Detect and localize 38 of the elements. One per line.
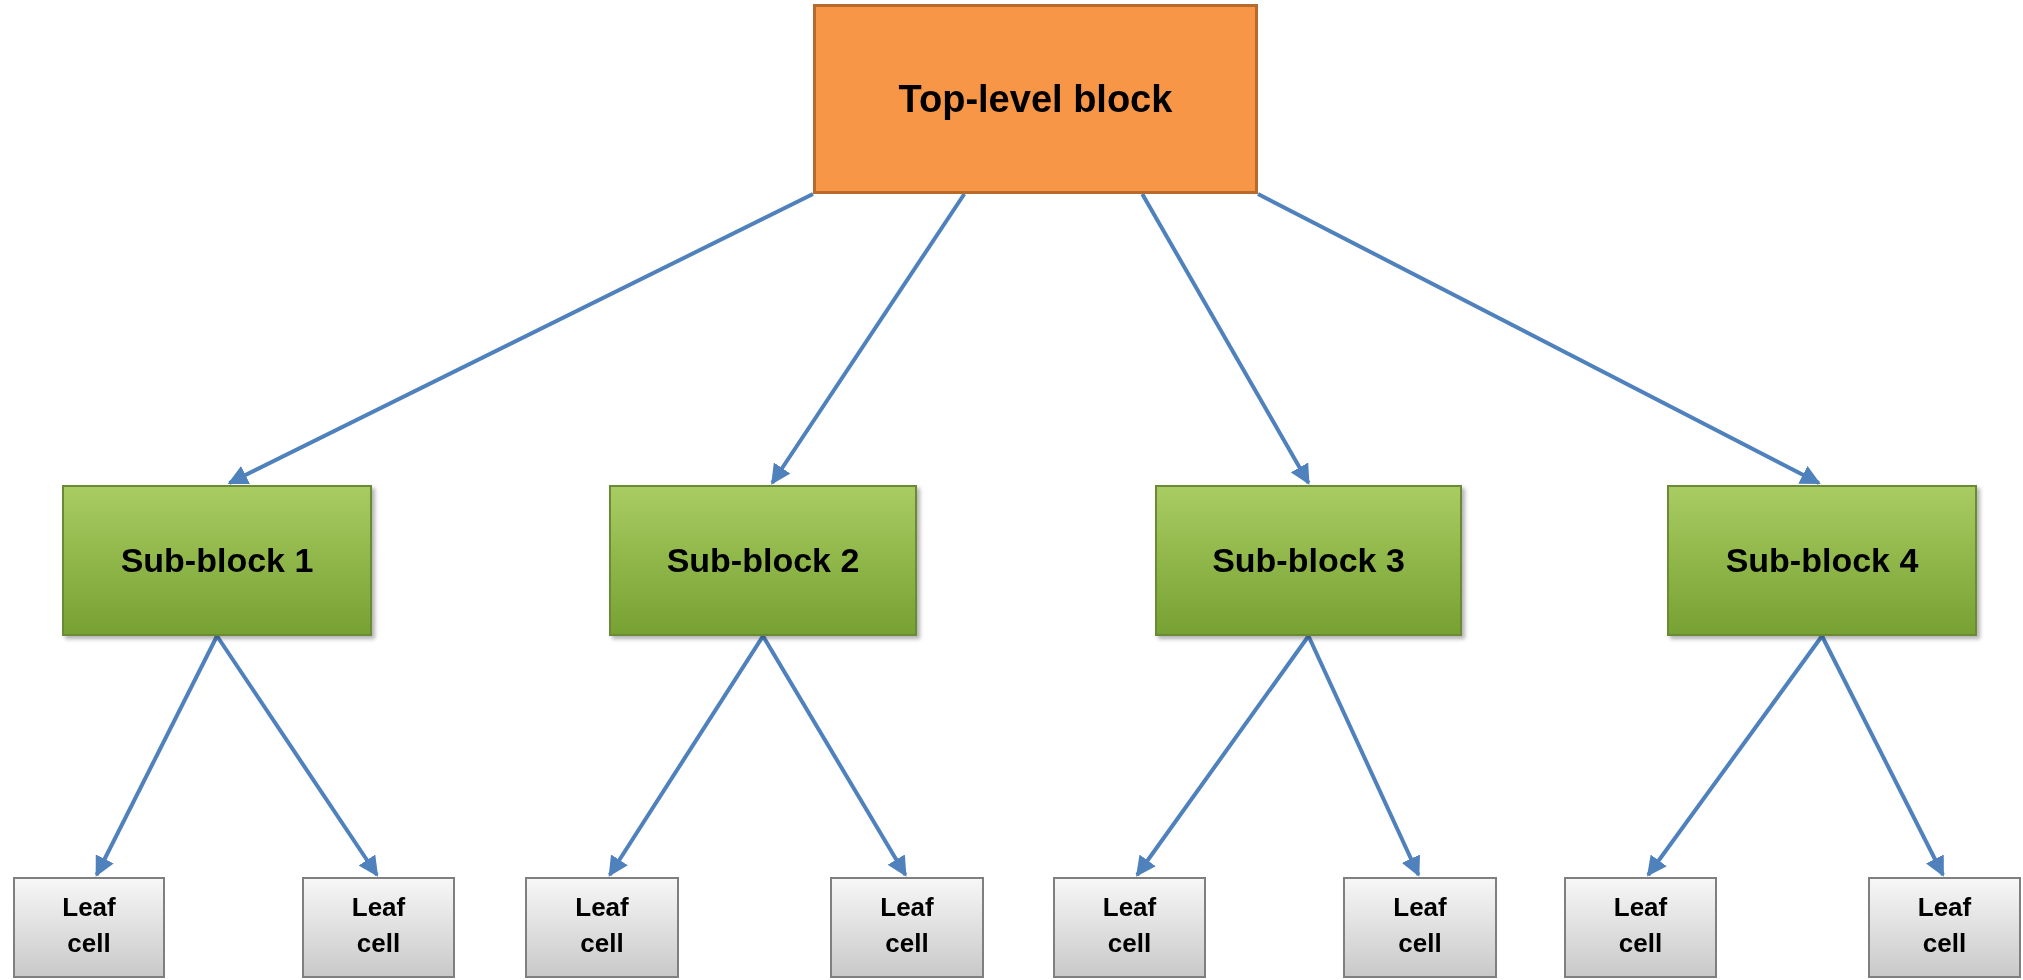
node-label: Leaf cell	[574, 891, 630, 960]
sub-block-box	[62, 485, 372, 636]
leaf-cell-box	[1868, 877, 2021, 978]
arrow	[94, 635, 219, 877]
node-label: Leaf cell	[879, 891, 935, 960]
arrow	[1140, 193, 1311, 485]
sub-block-box	[1155, 485, 1462, 636]
leaf-cell-box	[1564, 877, 1717, 978]
arrow	[1257, 192, 1821, 485]
arrow	[1306, 635, 1421, 877]
node-label: Leaf cell	[350, 891, 407, 960]
arrow	[761, 634, 908, 877]
arrow	[1135, 634, 1311, 877]
node-label: Leaf cell	[1101, 891, 1158, 960]
node-label: Leaf cell	[61, 891, 117, 960]
leaf-cell-box	[13, 877, 165, 978]
node-label: Top-level block	[898, 77, 1173, 121]
leaf-cell-box	[525, 877, 679, 978]
top-level-block	[813, 4, 1258, 194]
node-label: Leaf cell	[1612, 891, 1669, 960]
node-label: Sub-block 2	[666, 541, 860, 580]
arrow	[1646, 634, 1824, 877]
arrow	[215, 634, 379, 877]
sub-block-box	[1667, 485, 1977, 636]
node-label: Sub-block 4	[1725, 541, 1919, 580]
sub-block-box	[609, 485, 917, 636]
leaf-cell-box	[302, 877, 455, 978]
arrow	[1820, 635, 1945, 877]
node-label: Leaf cell	[1916, 891, 1973, 960]
leaf-cell-box	[830, 877, 984, 978]
arrow	[770, 192, 966, 485]
node-label: Sub-block 1	[120, 541, 314, 580]
node-label: Leaf cell	[1392, 891, 1448, 960]
arrow	[608, 634, 765, 877]
arrow	[227, 192, 814, 485]
node-label: Sub-block 3	[1212, 541, 1405, 580]
leaf-cell-box	[1053, 877, 1206, 978]
leaf-cell-box	[1343, 877, 1497, 978]
